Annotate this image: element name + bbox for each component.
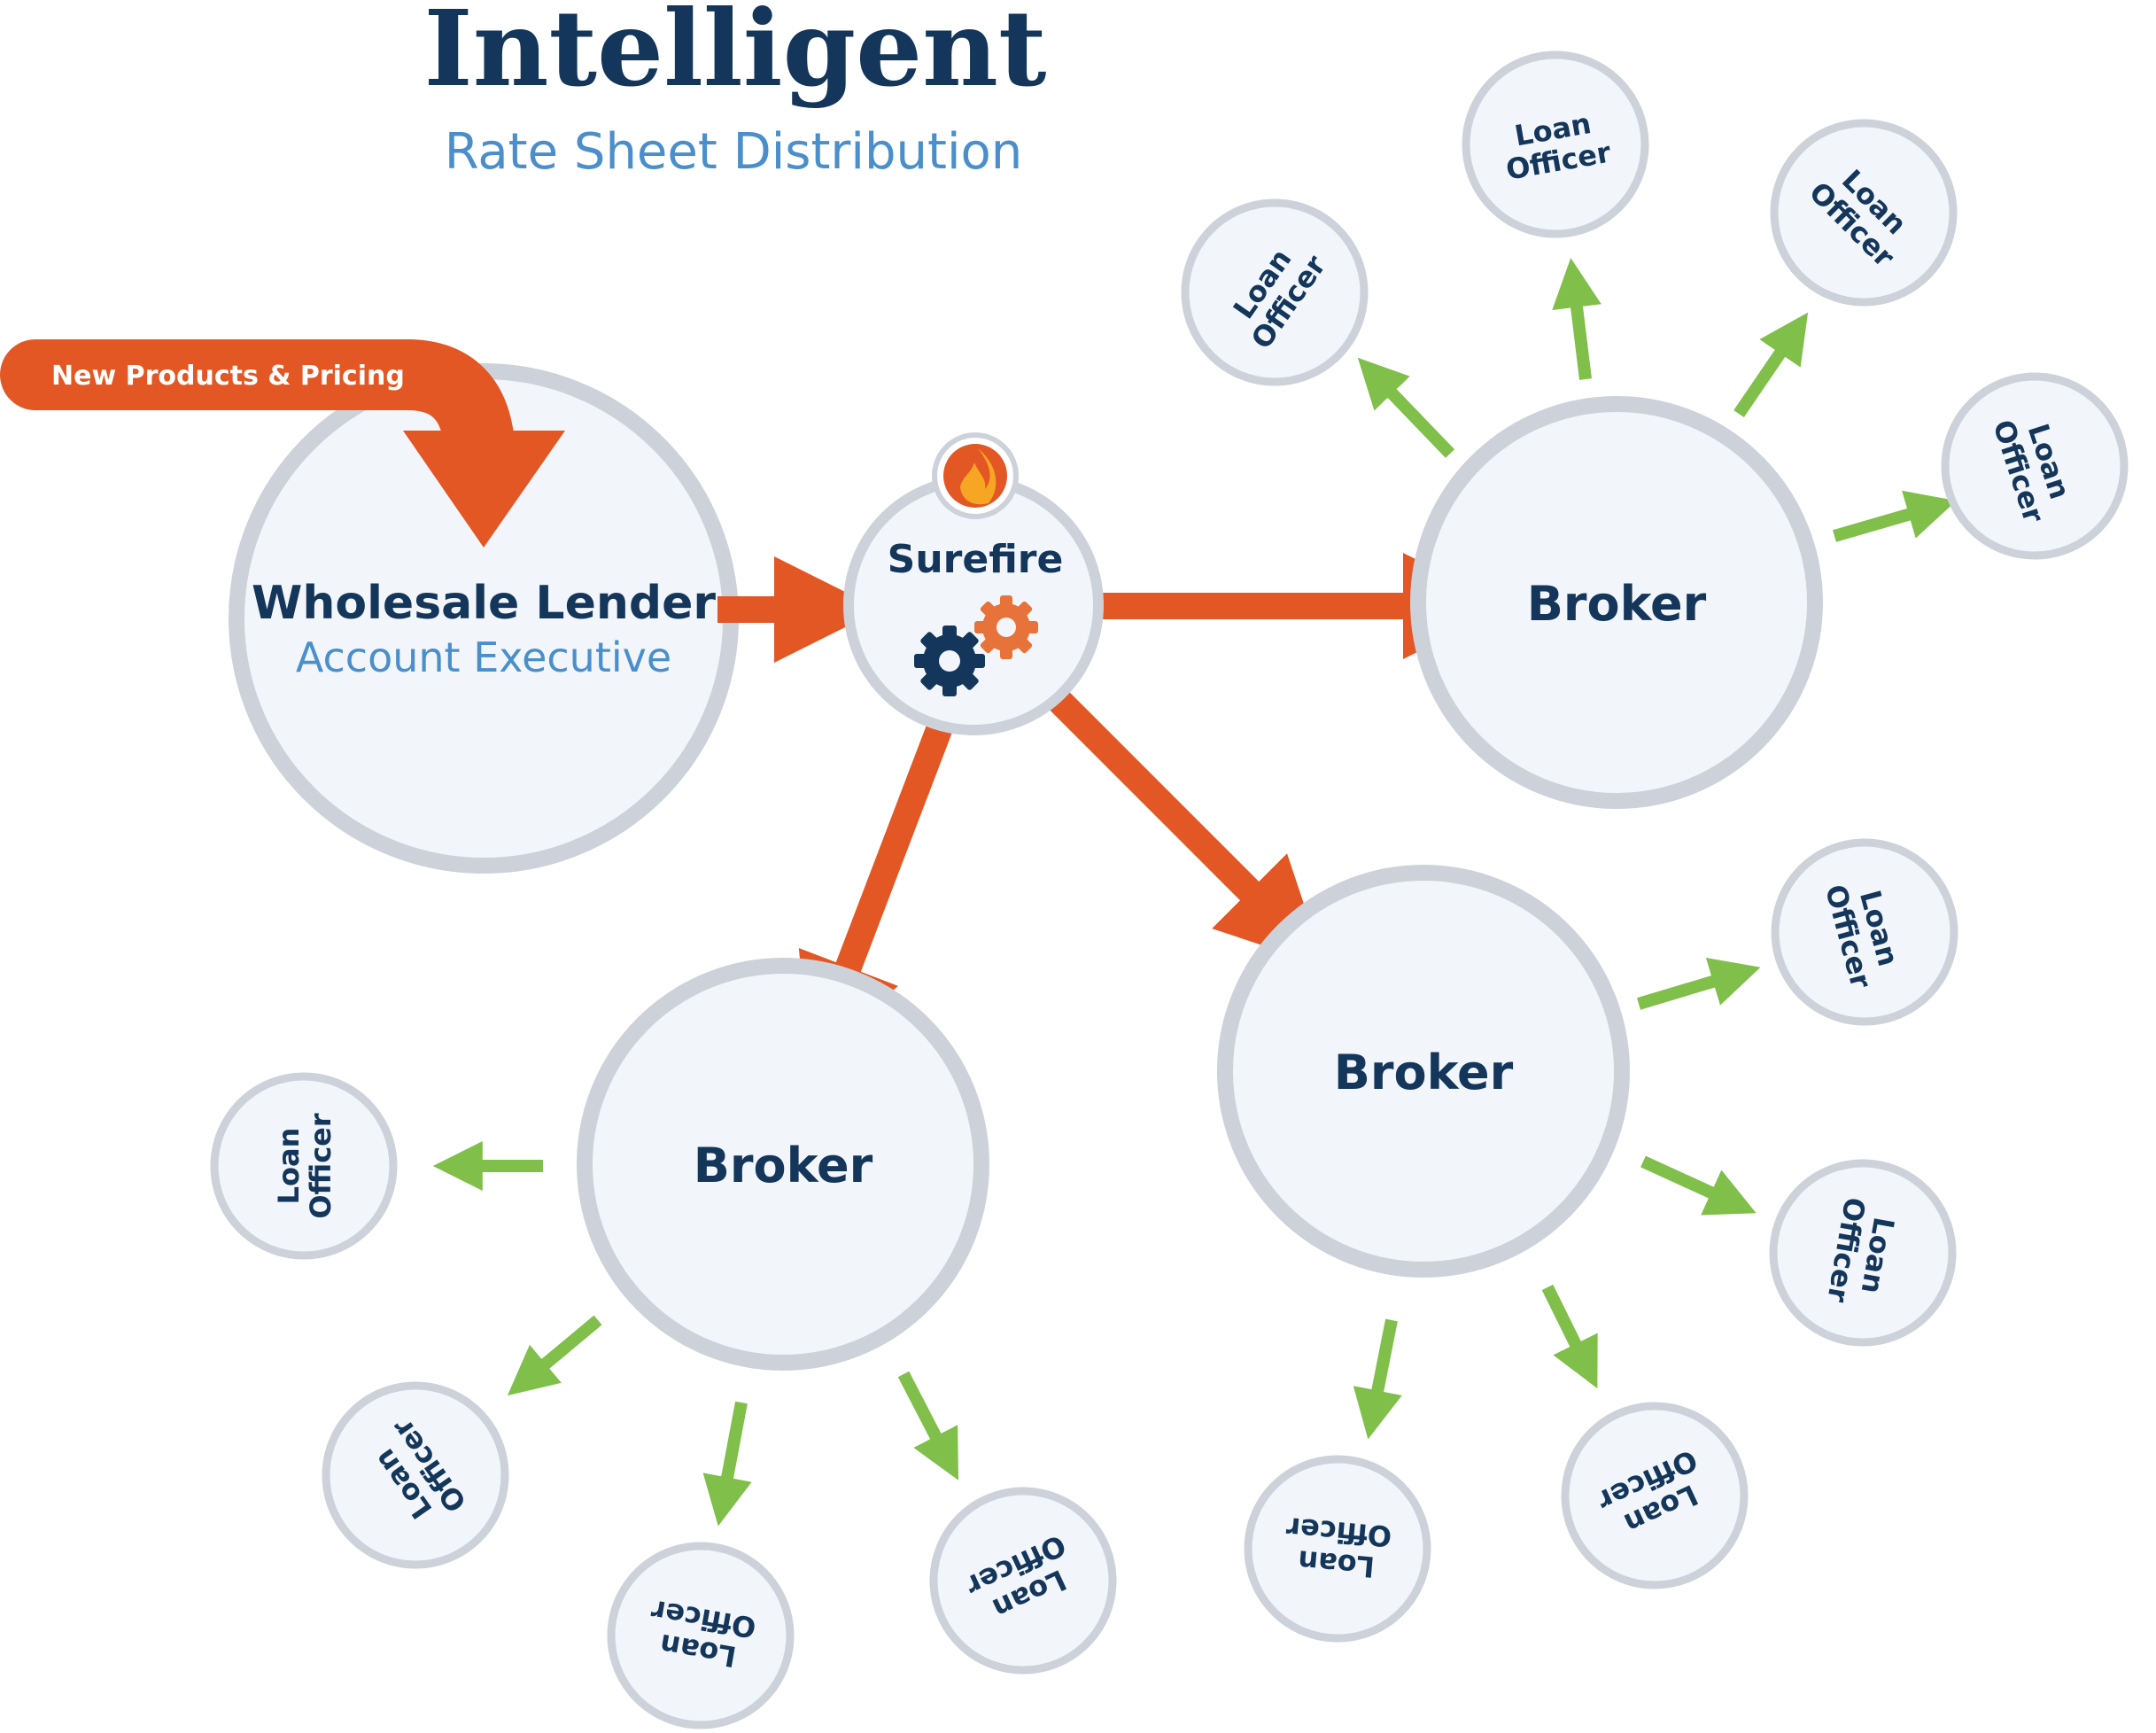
surefire-to-broker-bottom-right-arrow [1046,688,1325,967]
loan-officer-node: Loan Officer [1941,372,2129,560]
broker-to-loan-officer-arrow [1640,1155,1757,1216]
broker-to-loan-officer-arrow [702,1401,752,1527]
loan-officer-node: Loan Officer [607,1542,795,1729]
broker-node-bottom-right: Broker [1217,865,1630,1278]
page-subtitle: Rate Sheet Distribution [445,123,1023,181]
svg-text:Loan: Loan [1297,1543,1377,1583]
new-products-label: New Products & Pricing [51,361,405,392]
broker-to-loan-officer-arrow [897,1371,959,1480]
broker-to-loan-officer-arrow [1552,258,1601,380]
loan-officer-node: Loan Officer [322,1381,509,1569]
surefire-hub-node: Surefire [843,432,1104,735]
loan-officer-node: Loan Officer [1181,198,1369,386]
loan-officer-node: Loan Officer [1244,1455,1431,1643]
surefire-label: Surefire [888,537,1064,582]
broker-to-loan-officer-arrow [1733,312,1809,417]
broker-to-loan-officer-arrow [1833,490,1957,542]
loan-officer-node: Loan Officer [210,1072,398,1260]
gear-icon [914,626,985,696]
page-title: Intelligent [424,0,1047,110]
broker-node-bottom-left: Broker [577,958,989,1371]
broker-label: Broker [694,1138,873,1193]
loan-officer-node: Loan Officer [1770,119,1958,307]
new-products-pricing-arrow: New Products & Pricing [0,339,565,548]
broker-to-loan-officer-arrow [1357,357,1455,458]
broker-node-right: Broker [1410,396,1823,809]
broker-to-loan-officer-arrow [1541,1284,1598,1389]
loan-officer-node: Loan Officer [929,1487,1117,1675]
loan-officer-node: Loan Officer [1561,1402,1749,1589]
gear-icon [974,595,1038,659]
loan-officer-node: Loan Officer [1462,51,1649,238]
surefire-to-broker-bottom-left-arrow [798,711,958,1067]
loan-officer-node: Loan Officer [1769,1159,1957,1347]
lender-title: Wholesale Lender [252,577,716,630]
broker-label: Broker [1527,576,1707,632]
loan-officer-node: Loan Officer [1771,838,1958,1026]
svg-text:Officer: Officer [304,1113,337,1219]
broker-to-loan-officer-arrow [1353,1318,1402,1440]
lender-subtitle: Account Executive [296,633,671,681]
flame-icon [932,432,1019,519]
broker-to-loan-officer-arrow [1636,958,1761,1010]
svg-text:Loan: Loan [272,1128,306,1205]
broker-label: Broker [1334,1045,1514,1100]
broker-to-loan-officer-arrow [507,1315,602,1396]
